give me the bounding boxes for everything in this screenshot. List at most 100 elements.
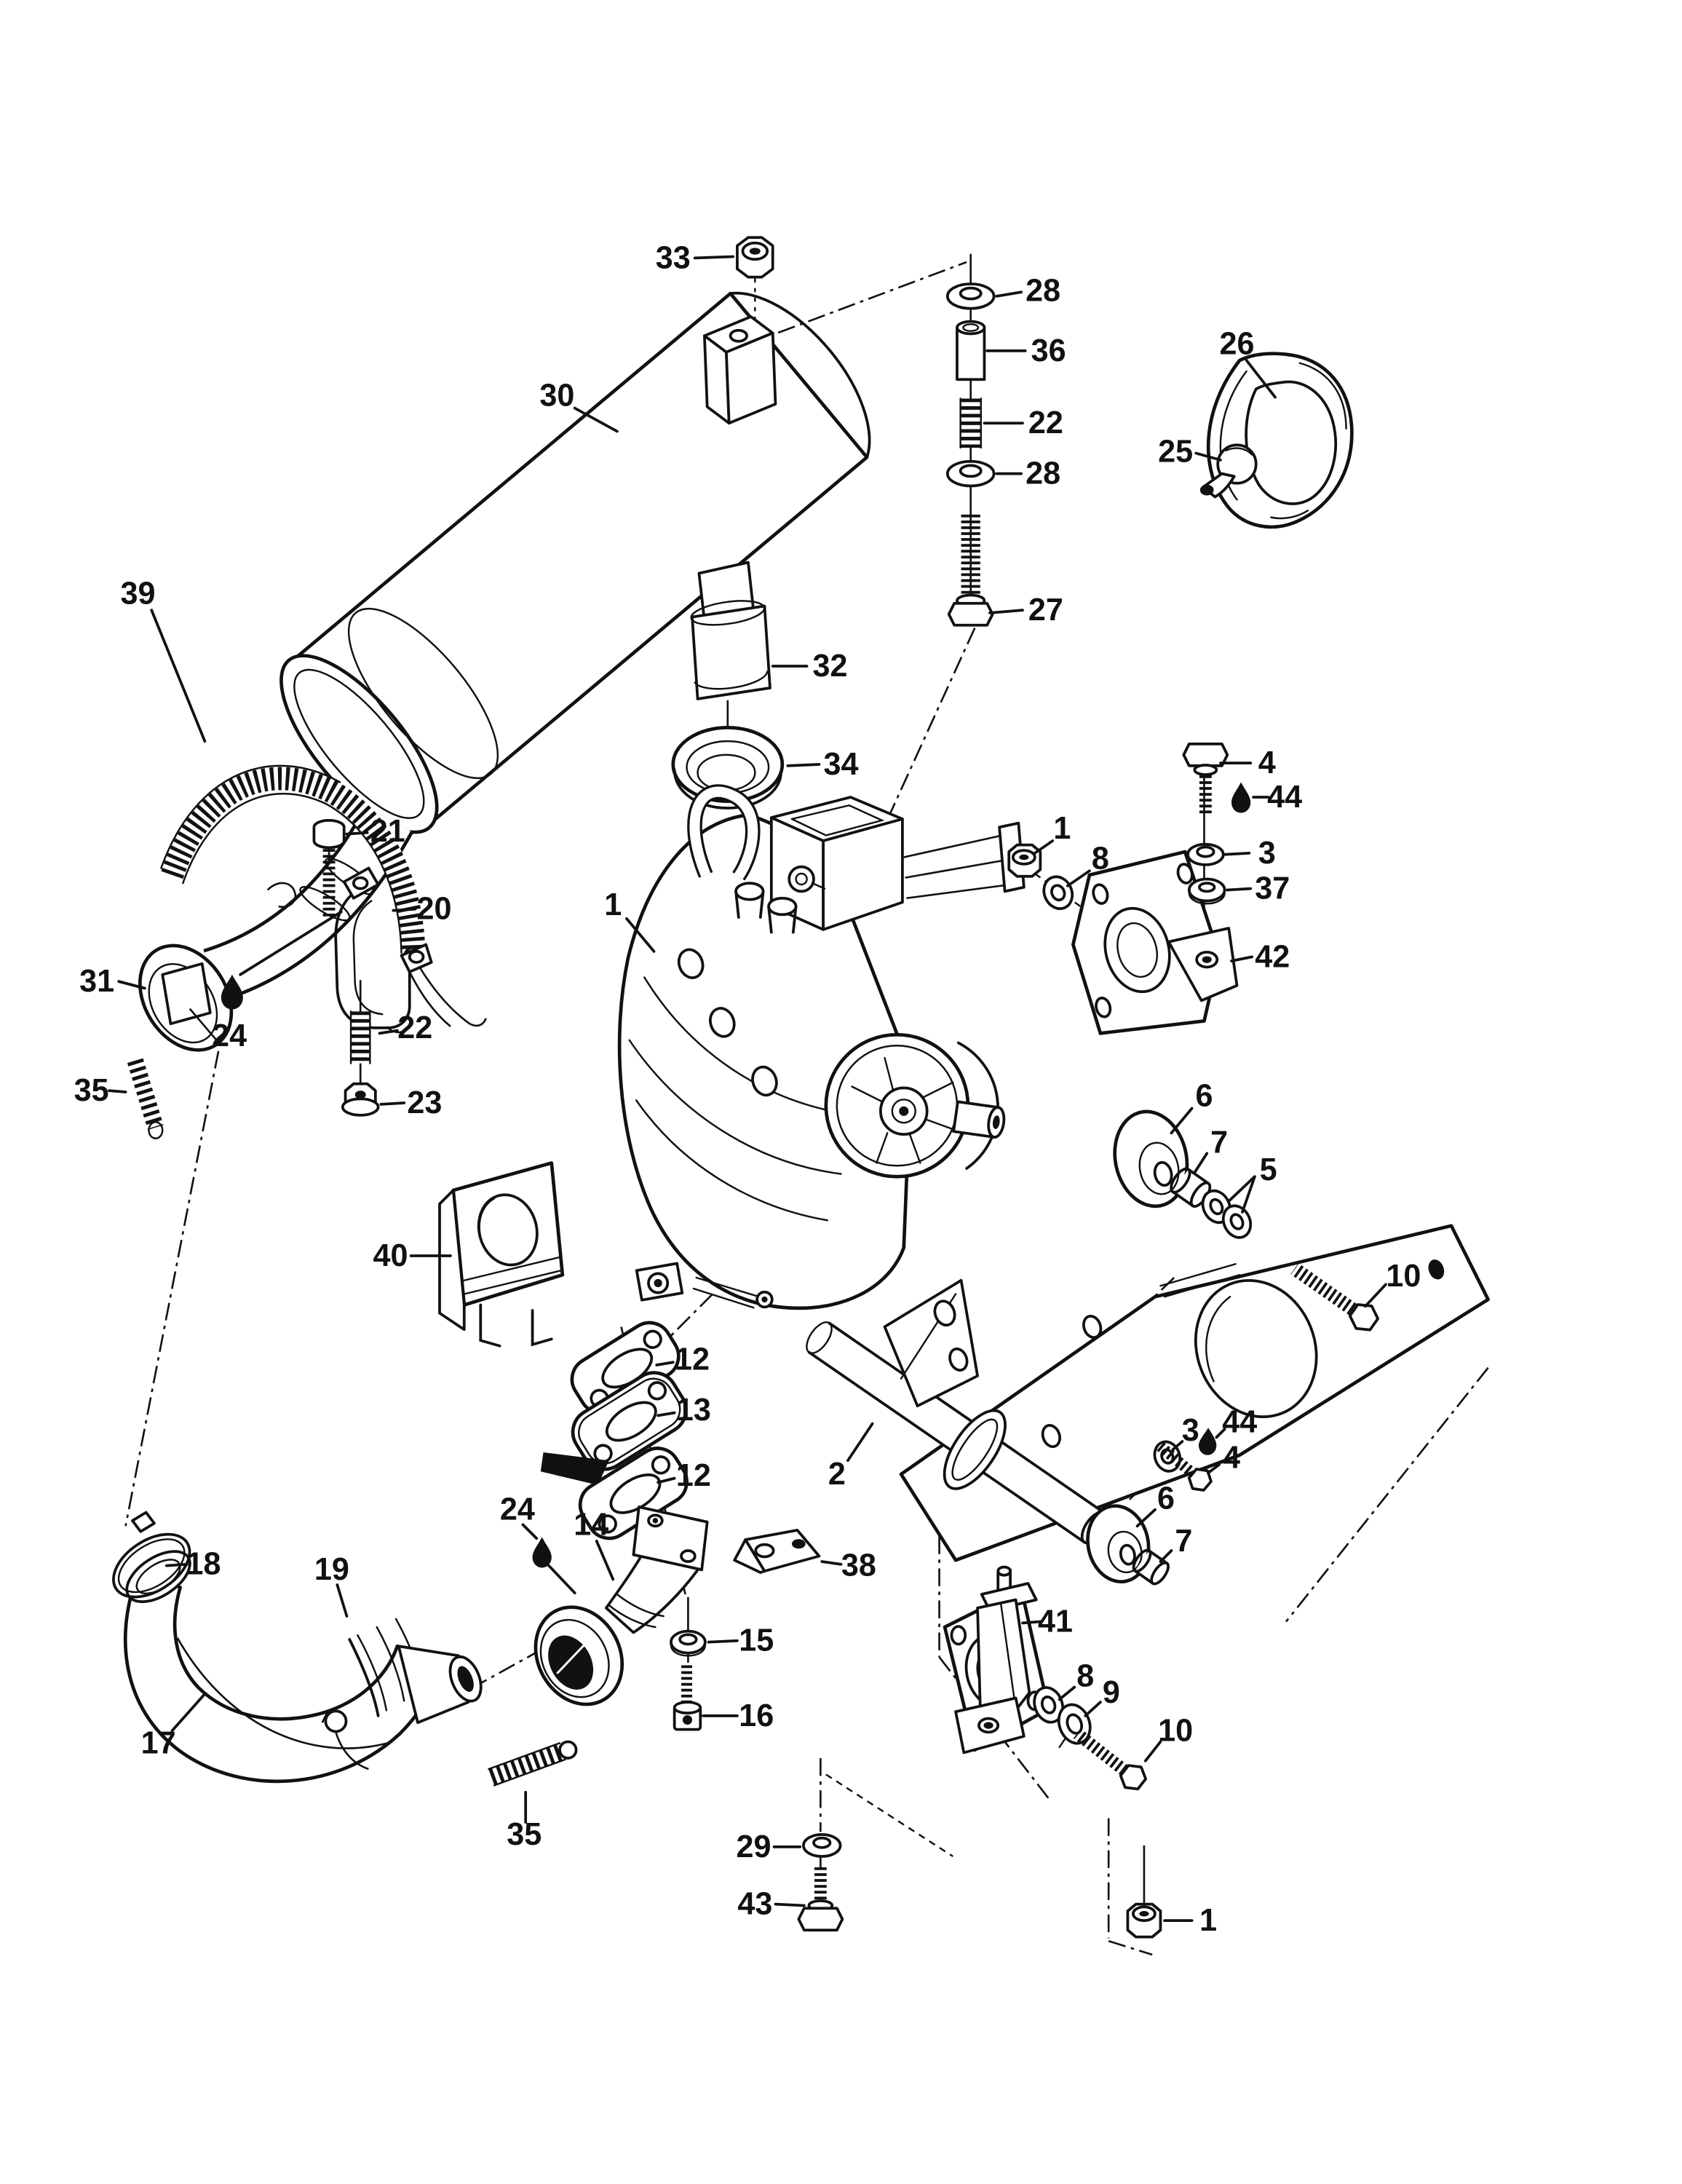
callout-8-42: 8 bbox=[1076, 1659, 1094, 1694]
leader-line-39-9-0 bbox=[150, 609, 207, 743]
callout-16-52: 16 bbox=[739, 1698, 774, 1733]
leader-line-24-15-0 bbox=[239, 910, 343, 976]
leader-line-10-30-0 bbox=[1363, 1283, 1387, 1308]
washer-37 bbox=[1187, 877, 1226, 905]
callout-27-5: 27 bbox=[1028, 593, 1063, 628]
nut-33 bbox=[736, 236, 774, 279]
callout-10-30: 10 bbox=[1386, 1259, 1421, 1294]
callout-43-56: 43 bbox=[737, 1887, 772, 1922]
callout-39-9: 39 bbox=[120, 577, 155, 612]
exhaust-flange-13 bbox=[571, 1371, 688, 1471]
spark-plug-fittings bbox=[734, 865, 826, 934]
callout-7-40: 7 bbox=[1175, 1524, 1192, 1559]
leader-line-2-35-0 bbox=[846, 1422, 874, 1463]
callout-21-12: 21 bbox=[370, 814, 405, 849]
callout-1-19: 1 bbox=[604, 887, 622, 922]
spacer-36 bbox=[956, 320, 986, 381]
callout-29-55: 29 bbox=[736, 1829, 771, 1864]
hose-clamp-18 bbox=[112, 1511, 191, 1599]
leader-line-37-25-0 bbox=[1226, 887, 1253, 892]
callout-24-48: 24 bbox=[500, 1492, 535, 1527]
oil-drop-icon bbox=[532, 1537, 552, 1568]
leader-line-21-12-0 bbox=[345, 831, 369, 836]
callout-37-25: 37 bbox=[1255, 871, 1290, 906]
bracket-38 bbox=[733, 1529, 821, 1574]
callout-12-32: 12 bbox=[675, 1342, 710, 1377]
bolt-21 bbox=[312, 819, 346, 917]
nut-1-lower bbox=[1126, 1902, 1162, 1939]
hose-cone-end bbox=[397, 1645, 483, 1725]
callout-42-26: 42 bbox=[1255, 939, 1290, 974]
grommet-25 bbox=[1199, 443, 1258, 499]
oil-drop-icon bbox=[221, 974, 243, 1010]
callout-9-43: 9 bbox=[1103, 1675, 1120, 1710]
engine-1 bbox=[617, 784, 1026, 1310]
engine-support-2 bbox=[806, 1224, 1490, 1562]
oil-drop-icon bbox=[1198, 1428, 1217, 1455]
callout-15-51: 15 bbox=[739, 1623, 774, 1658]
damper-6-upper bbox=[1113, 1109, 1189, 1208]
callout-2-35: 2 bbox=[828, 1457, 846, 1492]
muffler-outlet-pipe bbox=[202, 805, 414, 1003]
leader-line-44-37-0 bbox=[1215, 1428, 1226, 1439]
leader-line-27-5-0 bbox=[988, 609, 1024, 614]
bolt-27 bbox=[947, 514, 994, 627]
callout-20-13: 20 bbox=[417, 892, 452, 927]
callout-35-18: 35 bbox=[74, 1073, 109, 1108]
callout-34-11: 34 bbox=[824, 747, 859, 782]
crankcase-detail bbox=[635, 1262, 774, 1309]
leader-line-10-44-0 bbox=[1143, 1740, 1162, 1762]
spring-35-left bbox=[127, 1058, 164, 1139]
washer-28-lower bbox=[945, 459, 996, 488]
callout-13-33: 13 bbox=[676, 1393, 711, 1428]
bolt-16 bbox=[673, 1665, 702, 1731]
manifold-shadow bbox=[540, 1452, 609, 1485]
leader-line-5-29-0 bbox=[1227, 1175, 1256, 1203]
leader-line-28-1-0 bbox=[995, 290, 1023, 298]
engine-mount-42 bbox=[1071, 850, 1239, 1035]
leader-line-1-20-0 bbox=[1033, 839, 1055, 855]
ignition-wires bbox=[903, 821, 1026, 900]
leader-line-19-47-0 bbox=[336, 1583, 349, 1618]
callout-22-16: 22 bbox=[397, 1010, 432, 1045]
exhaust-spring-39 bbox=[160, 764, 488, 1028]
callout-25-7: 25 bbox=[1158, 435, 1193, 470]
washers-5 bbox=[1201, 1189, 1253, 1239]
leader-line-8-21-0 bbox=[1066, 869, 1091, 887]
leader-line-7-40-0 bbox=[1159, 1549, 1173, 1563]
bolt-4-upper bbox=[1182, 743, 1229, 817]
callout-19-47: 19 bbox=[314, 1552, 349, 1587]
callout-18-46: 18 bbox=[186, 1547, 221, 1582]
washer-8-upper bbox=[1042, 875, 1074, 911]
support-gusset bbox=[883, 1278, 979, 1408]
oil-drop-icon bbox=[1231, 782, 1251, 813]
leader-line-43-56-0 bbox=[774, 1902, 806, 1907]
callout-4-38: 4 bbox=[1223, 1441, 1240, 1476]
callout-28-4: 28 bbox=[1026, 456, 1060, 491]
washer-15 bbox=[670, 1629, 707, 1657]
callout-10-44: 10 bbox=[1158, 1714, 1193, 1749]
callout-1-20: 1 bbox=[1053, 811, 1071, 846]
bolt-10-lower bbox=[1073, 1728, 1148, 1791]
bolt-10-upper bbox=[1290, 1263, 1380, 1332]
handle-26 bbox=[1206, 352, 1354, 529]
leader-line-6-27-0 bbox=[1170, 1107, 1194, 1135]
callout-3-24: 3 bbox=[1258, 836, 1276, 871]
callout-1-45: 1 bbox=[1199, 1903, 1217, 1938]
leader-line-4-38-0 bbox=[1207, 1463, 1221, 1474]
callout-44-23: 44 bbox=[1267, 780, 1302, 815]
leader-line-35-18-0 bbox=[108, 1089, 127, 1093]
lock-washer-9 bbox=[1057, 1703, 1092, 1749]
leader-line-24-48-1 bbox=[547, 1564, 576, 1594]
callout-40-31: 40 bbox=[373, 1238, 408, 1273]
callout-6-27: 6 bbox=[1195, 1079, 1213, 1114]
leader-line-12-32-0 bbox=[655, 1361, 675, 1366]
leader-line-8-42-0 bbox=[1058, 1685, 1076, 1701]
callout-33-0: 33 bbox=[656, 240, 691, 275]
callout-28-1: 28 bbox=[1026, 273, 1060, 308]
callout-12-34: 12 bbox=[676, 1458, 711, 1493]
leader-line-12-34-0 bbox=[656, 1476, 676, 1484]
